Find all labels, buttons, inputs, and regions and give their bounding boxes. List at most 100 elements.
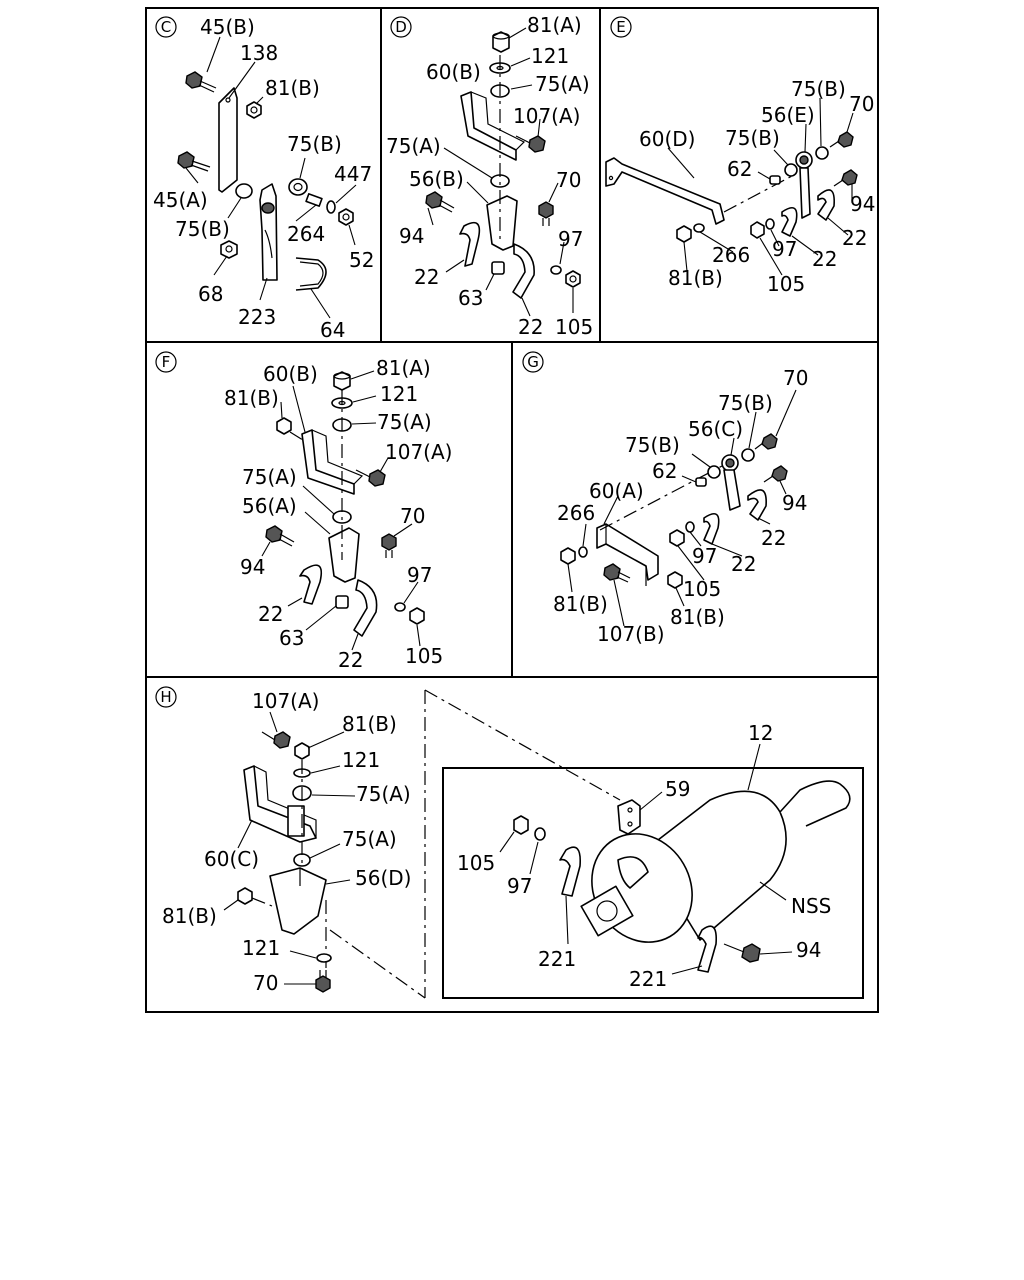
bracket-56e	[795, 151, 813, 219]
bushing-75b-e-left	[784, 163, 798, 177]
bolt-70-e-part	[829, 131, 854, 148]
nut-81b-g-right	[667, 571, 683, 589]
label-75b-g-top: 75(B)	[718, 391, 773, 415]
nut-105-e-part	[750, 221, 765, 239]
label-266-g: 266	[557, 501, 595, 525]
clamp-22-f-left	[299, 564, 323, 605]
washer-266-e-part	[693, 223, 705, 233]
label-81b-e: 81(B)	[668, 266, 723, 290]
label-45a: 45(A)	[153, 188, 208, 212]
label-70-h: 70	[253, 971, 278, 995]
label-60a: 60(A)	[589, 479, 644, 503]
label-75a-lower: 75(A)	[386, 134, 441, 158]
washer-266-g-part	[578, 546, 588, 558]
section-marker-f: F	[155, 351, 177, 373]
bracket-60c-plate	[287, 805, 305, 837]
section-marker-g: G	[522, 351, 544, 373]
bushing-75b-e-right	[815, 146, 829, 160]
label-81b-f: 81(B)	[224, 386, 279, 410]
label-81b-h-top: 81(B)	[342, 712, 397, 736]
label-447: 447	[334, 162, 372, 186]
label-75a-f-lower: 75(A)	[242, 465, 297, 489]
section-g-drawing: 70 75(B) 56(C) 75(B) 62 94 60(A) 266 22 …	[553, 366, 808, 646]
label-97: 97	[558, 227, 583, 251]
spacer-62-g-part	[695, 477, 707, 487]
label-75a-h-top: 75(A)	[356, 782, 411, 806]
bracket-56d	[269, 867, 327, 935]
label-221-upper: 221	[538, 947, 576, 971]
label-22-f-left: 22	[258, 602, 283, 626]
label-121: 121	[531, 44, 569, 68]
label-56d: 56(D)	[355, 866, 411, 890]
label-105-g: 105	[683, 577, 721, 601]
nut-81b-part	[246, 101, 262, 119]
clamp-22-f-right	[353, 579, 378, 637]
label-107b: 107(B)	[597, 622, 665, 646]
label-75b-e-mid: 75(B)	[725, 126, 780, 150]
label-56e: 56(E)	[761, 103, 815, 127]
label-121-h-top: 121	[342, 748, 380, 772]
section-h-drawing: 107(A) 81(B) 121 75(A) 60(C) 75(A) 56(D)…	[162, 689, 864, 999]
label-68: 68	[198, 282, 223, 306]
label-60d: 60(D)	[639, 127, 695, 151]
label-62-g: 62	[652, 459, 677, 483]
washer-97-f-part	[394, 602, 406, 612]
bracket-60b	[460, 91, 517, 161]
spacer-63-part	[491, 261, 505, 275]
label-105: 105	[555, 315, 593, 339]
label-63: 63	[458, 286, 483, 310]
label-nss: NSS	[791, 894, 831, 918]
label-62-e: 62	[727, 157, 752, 181]
bushing-75b-right	[288, 178, 308, 196]
nut-81a-f-part	[333, 371, 351, 391]
label-75b-left: 75(B)	[175, 217, 230, 241]
spacer-63-f-part	[335, 595, 349, 609]
section-marker-c-text: C	[161, 18, 171, 36]
muffler-12	[580, 780, 851, 943]
label-81b-h-lower: 81(B)	[162, 904, 217, 928]
label-22-right: 22	[518, 315, 543, 339]
label-75a-f-top: 75(A)	[377, 410, 432, 434]
label-64: 64	[320, 318, 345, 342]
label-264: 264	[287, 222, 325, 246]
bolt-94-part	[425, 191, 455, 213]
diagram-frame	[145, 7, 879, 1013]
section-marker-d-text: D	[395, 18, 407, 36]
label-105-h: 105	[457, 851, 495, 875]
bushing-75b-left	[235, 183, 253, 199]
label-56a: 56(A)	[242, 494, 297, 518]
label-81b-g-right: 81(B)	[670, 605, 725, 629]
label-22-f-right: 22	[338, 648, 363, 672]
label-75a-top: 75(A)	[535, 72, 590, 96]
nut-52-part	[338, 208, 354, 226]
bracket-60d	[605, 157, 725, 225]
washer-97-part	[550, 265, 562, 275]
label-22-g-upper: 22	[761, 526, 786, 550]
label-107a: 107(A)	[513, 104, 580, 128]
nut-81b-f-part	[276, 417, 292, 435]
label-81a: 81(A)	[527, 13, 582, 37]
section-marker-h-text: H	[160, 688, 171, 706]
label-81b: 81(B)	[265, 76, 320, 100]
label-22-left: 22	[414, 265, 439, 289]
nut-81b-h-top	[294, 742, 310, 760]
label-12: 12	[748, 721, 773, 745]
nut-81b-h-lower	[237, 887, 253, 905]
nut-81b-g-left	[560, 547, 576, 565]
label-59: 59	[665, 777, 690, 801]
section-marker-f-text: F	[162, 353, 171, 371]
nut-105-part	[565, 270, 581, 288]
bolt-94-f-part	[265, 525, 295, 547]
label-121-f: 121	[380, 382, 418, 406]
clamp-22-g-lower	[703, 512, 720, 545]
label-105-e: 105	[767, 272, 805, 296]
label-94-f: 94	[240, 555, 265, 579]
nut-68-part	[220, 240, 238, 259]
section-marker-e: E	[610, 16, 632, 38]
bolt-107a-h-part	[261, 731, 291, 749]
muffler-inset-frame	[442, 767, 864, 999]
section-marker-c: C	[155, 16, 177, 38]
bolt-107b-part	[603, 563, 631, 583]
bolt-45b-part	[185, 71, 217, 93]
